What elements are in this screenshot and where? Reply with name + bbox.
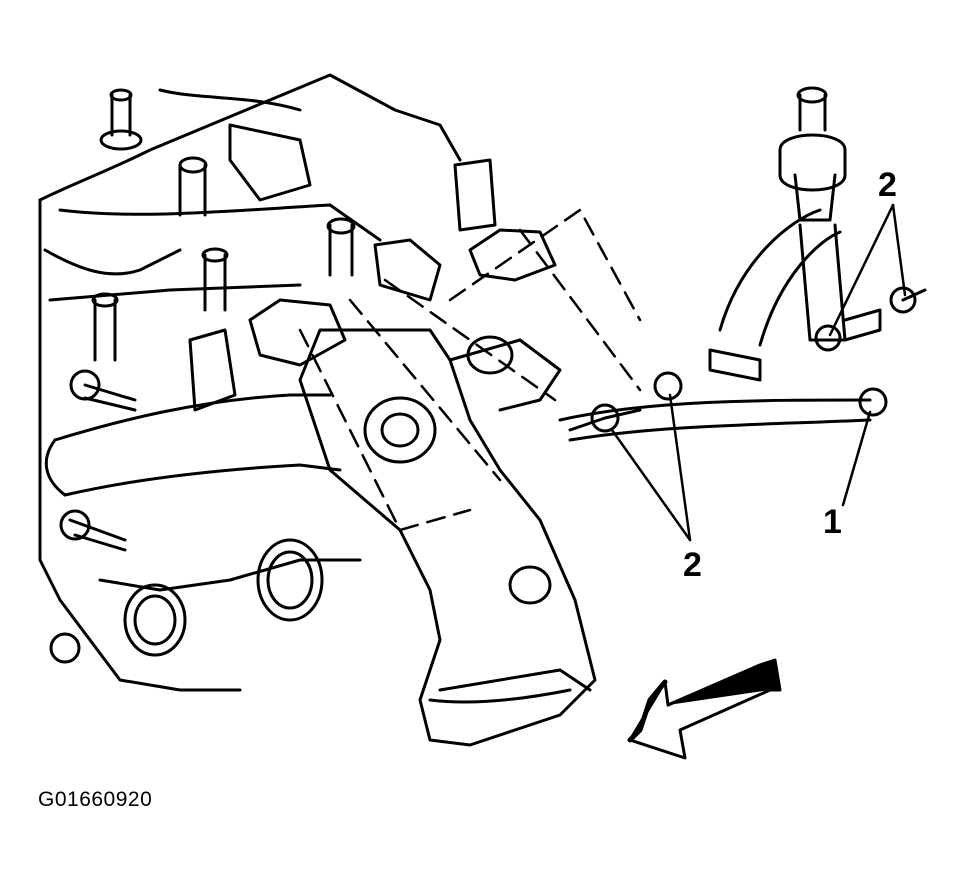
exploded-view-guides: [298, 208, 642, 532]
callout-number-1: 1: [823, 503, 842, 541]
exhaust-manifold-drawing: [188, 158, 597, 747]
figure-id-label: G01660920: [38, 788, 153, 811]
callout-leaders: [610, 203, 907, 542]
direction-arrow-icon: [627, 658, 782, 760]
callout-number-2-top: 2: [878, 166, 897, 204]
egr-pipe-drawing: [558, 86, 882, 442]
engine-block-drawing: [38, 73, 462, 692]
callout-number-2-bottom: 2: [683, 546, 702, 584]
